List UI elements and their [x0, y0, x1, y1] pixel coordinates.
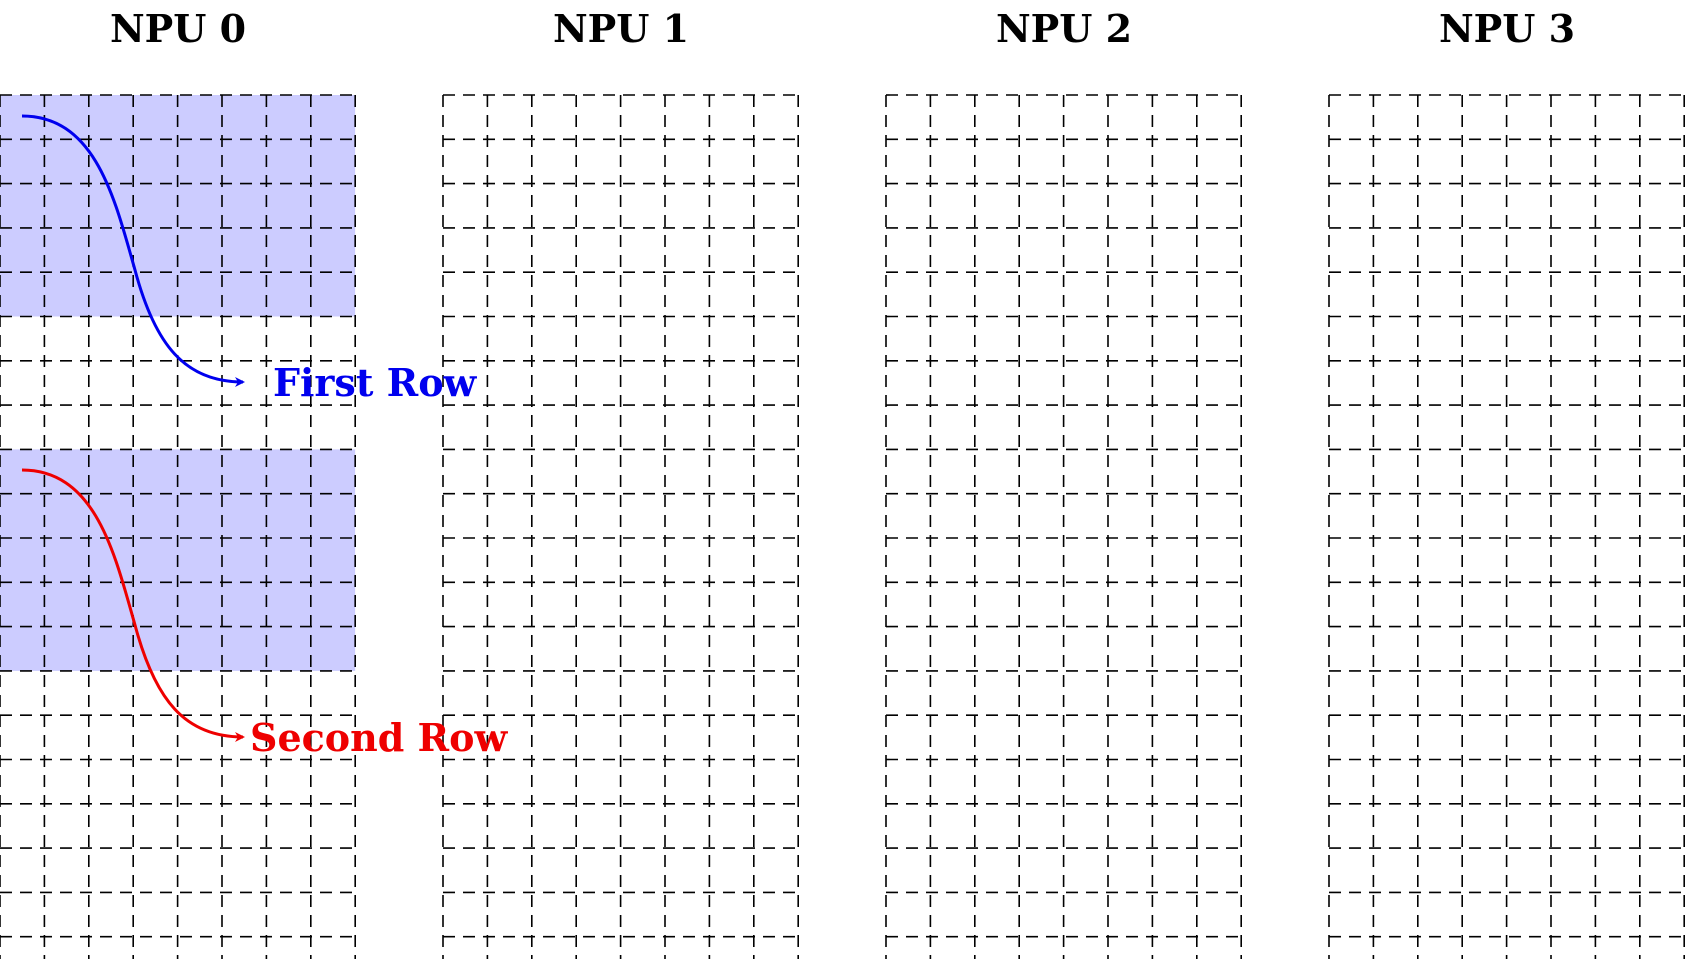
npu-grid-1	[442, 94, 800, 959]
npu-title-3: NPU 3	[1439, 6, 1575, 51]
grid-layer	[0, 94, 1685, 959]
npu-grid-2	[885, 94, 1242, 959]
npu-title-0: NPU 0	[110, 6, 246, 51]
npu-grid-0	[0, 94, 357, 959]
npu-title-1: NPU 1	[553, 6, 689, 51]
npu-grid-3	[1328, 94, 1685, 959]
npu-title-2: NPU 2	[996, 6, 1132, 51]
second-row-arrow	[21, 468, 245, 742]
first-row-arrow	[21, 114, 245, 387]
first-row-label: First Row	[273, 360, 478, 405]
second-row-label: Second Row	[250, 715, 508, 760]
